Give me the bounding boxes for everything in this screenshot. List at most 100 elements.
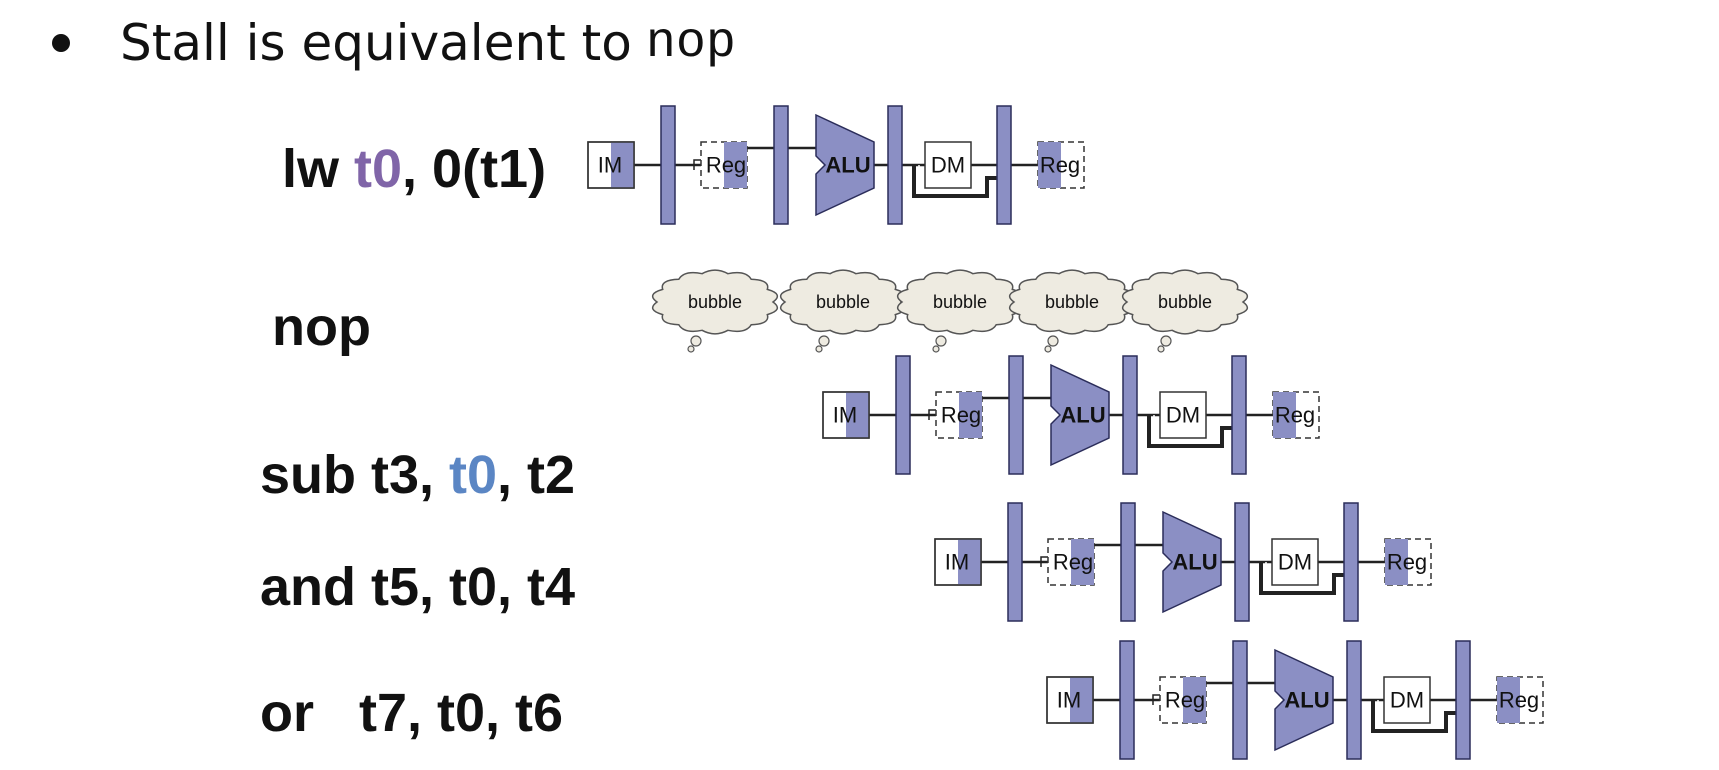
pipeline-register-id-ex <box>1232 640 1248 760</box>
and-text: and t5, t0, t4 <box>260 557 576 617</box>
nop-op: nop <box>272 297 371 357</box>
reg-read-shade <box>959 392 982 438</box>
sub-suffix: , t2 <box>497 445 576 505</box>
pipeline-register-if-id <box>660 105 676 225</box>
instruction-and: and t5, t0, t4 <box>260 560 575 614</box>
im-shade <box>1070 677 1093 723</box>
instruction-lw: lw t0, 0(t1) <box>282 142 546 196</box>
wire-bypass <box>1147 415 1232 448</box>
bubble-tail <box>1044 345 1052 353</box>
reg-write-shade <box>1385 539 1408 585</box>
im-label: IM <box>833 403 857 428</box>
sub-dependency-register: t0 <box>449 445 498 505</box>
lw-dest-register: t0 <box>354 139 403 199</box>
or-text: or t7, t0, t6 <box>260 683 564 743</box>
pipeline-register-ex-mem <box>1122 355 1138 475</box>
instruction-or: or t7, t0, t6 <box>260 686 563 740</box>
bubble-cloud <box>779 269 907 335</box>
bubble-tail <box>687 345 695 353</box>
pipeline-register-id-ex <box>773 105 789 225</box>
wire <box>1265 562 1330 589</box>
pipeline-register-ex-mem <box>887 105 903 225</box>
pipeline-row-4: IM Reg ALU DM Reg <box>1046 640 1544 760</box>
bubble-row: bubble bubble bubble bubble bubble <box>651 269 1249 353</box>
reg-write-shade <box>1497 677 1520 723</box>
im-outline <box>1046 676 1094 724</box>
bubble-tail <box>1157 345 1165 353</box>
pipeline-register-id-ex <box>1120 502 1136 622</box>
alu-shape <box>815 113 875 217</box>
wire-bypass <box>1259 562 1344 595</box>
wire <box>1377 700 1442 727</box>
im-shade <box>846 392 869 438</box>
pipeline-register-mem-wb <box>1455 640 1471 760</box>
wire-bypass <box>1371 700 1456 733</box>
reg-write-label: Reg <box>1387 550 1427 575</box>
alu-shape <box>1274 648 1334 752</box>
wire <box>693 159 701 170</box>
bubble-3: bubble <box>896 269 1024 353</box>
bubble-label: bubble <box>1045 292 1099 312</box>
wire <box>928 409 936 420</box>
bubble-cloud <box>651 269 779 335</box>
dm-label: DM <box>1278 550 1312 575</box>
pipeline-register-id-ex <box>1008 355 1024 475</box>
bubble-label: bubble <box>816 292 870 312</box>
wire-bypass <box>912 165 997 198</box>
bullet-code: nop <box>645 14 736 72</box>
reg-write-label: Reg <box>1499 688 1539 713</box>
lw-op: lw <box>282 139 340 199</box>
reg-read-shade <box>724 142 747 188</box>
reg-read-label: Reg <box>1053 550 1093 575</box>
bubble-label: bubble <box>933 292 987 312</box>
bubble-tail <box>815 345 823 353</box>
reg-read-shade <box>1183 677 1206 723</box>
im-shade <box>958 539 981 585</box>
bubble-tail <box>1160 335 1172 347</box>
pipeline-register-mem-wb <box>1343 502 1359 622</box>
instruction-sub: sub t3, t0, t2 <box>260 448 575 502</box>
im-shade <box>611 142 634 188</box>
bubble-label: bubble <box>1158 292 1212 312</box>
sub-prefix: sub t3, <box>260 445 450 505</box>
reg-read-label: Reg <box>1165 688 1205 713</box>
instruction-nop: nop <box>272 300 371 354</box>
im-label: IM <box>598 153 622 178</box>
bubble-tail <box>1047 335 1059 347</box>
bubble-tail <box>690 335 702 347</box>
pipeline-register-ex-mem <box>1346 640 1362 760</box>
alu-label: ALU <box>825 153 870 178</box>
im-label: IM <box>945 550 969 575</box>
alu-label: ALU <box>1060 403 1105 428</box>
dm-label: DM <box>1390 688 1424 713</box>
pipeline-register-if-id <box>1007 502 1023 622</box>
bubble-cloud <box>1121 269 1249 335</box>
wire <box>918 165 983 192</box>
pipeline-register-mem-wb <box>1231 355 1247 475</box>
pipeline-register-if-id <box>895 355 911 475</box>
im-label: IM <box>1057 688 1081 713</box>
dm-label: DM <box>1166 403 1200 428</box>
bubble-2: bubble <box>779 269 907 353</box>
bubble-cloud <box>896 269 1024 335</box>
bubble-1: bubble <box>651 269 779 353</box>
reg-read-label: Reg <box>706 153 746 178</box>
reg-write-shade <box>1273 392 1296 438</box>
dm-box <box>1159 391 1207 439</box>
reg-write-label: Reg <box>1040 153 1080 178</box>
im-outline <box>934 538 982 586</box>
wire <box>1152 694 1160 705</box>
alu-shape <box>1050 363 1110 467</box>
wire <box>1040 556 1048 567</box>
dm-box <box>1271 538 1319 586</box>
pipeline-register-ex-mem <box>1234 502 1250 622</box>
wire <box>1153 415 1218 442</box>
bubble-tail <box>935 335 947 347</box>
lw-operands: , 0(t1) <box>402 139 547 199</box>
alu-label: ALU <box>1284 688 1329 713</box>
bubble-cloud <box>1008 269 1136 335</box>
im-outline <box>587 141 635 189</box>
